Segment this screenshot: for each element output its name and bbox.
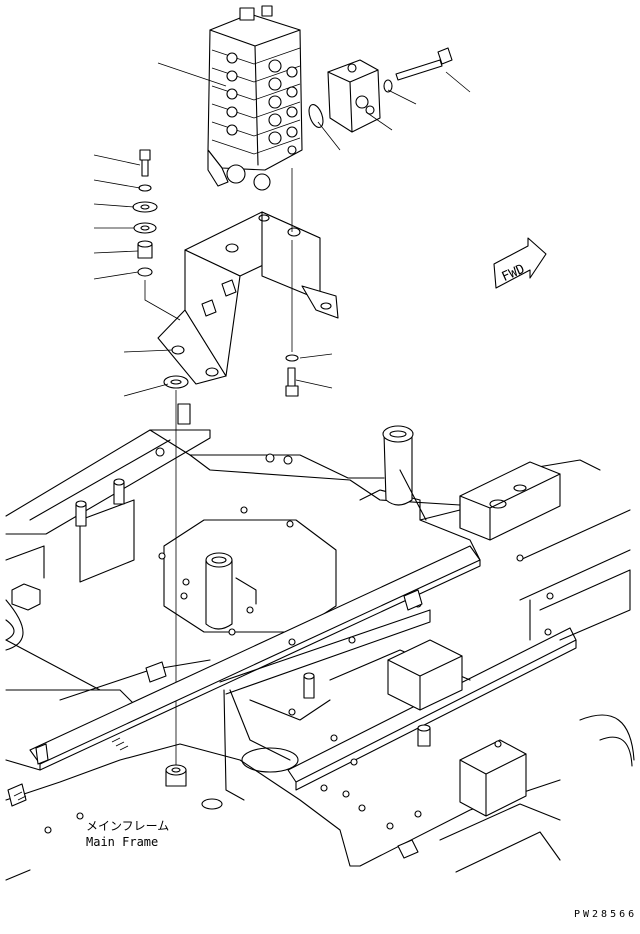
- frame-mount-post-right[interactable]: [382, 425, 427, 521]
- spring-washer[interactable]: [138, 184, 152, 192]
- plain-washer-large[interactable]: [132, 201, 158, 213]
- leader-lines: [93, 62, 471, 397]
- washer-lower-right[interactable]: [285, 354, 299, 362]
- fwd-arrow-icon: FWD: [493, 237, 547, 289]
- frame-box-bracket-right[interactable]: [459, 739, 527, 817]
- main-frame-label-en: Main Frame: [86, 835, 159, 849]
- drawing-number: PW28566: [574, 909, 638, 920]
- frame-stand-pipes[interactable]: [75, 403, 431, 810]
- o-ring[interactable]: [306, 103, 325, 130]
- frame-box-bracket-centre[interactable]: [387, 639, 463, 711]
- main-frame[interactable]: [5, 429, 635, 881]
- cushion-pad[interactable]: [137, 267, 153, 277]
- frame-bolts[interactable]: [44, 447, 554, 852]
- valve-block-right[interactable]: [327, 59, 381, 133]
- bolt-upper-left[interactable]: [139, 149, 151, 177]
- washer-small-right[interactable]: [383, 79, 393, 93]
- rubber-mount[interactable]: [133, 222, 157, 234]
- frame-mount-post-left[interactable]: [205, 552, 233, 630]
- collar-spacer[interactable]: [137, 240, 153, 259]
- washer-thick-lower-left[interactable]: [163, 375, 189, 389]
- frame-slots: [13, 737, 129, 801]
- control-valve[interactable]: [207, 5, 303, 191]
- bolt-lower-right[interactable]: [285, 367, 299, 397]
- main-frame-label-jp: メインフレーム: [86, 819, 170, 833]
- mounting-bolt-long[interactable]: [395, 47, 453, 81]
- frame-tabs[interactable]: [7, 583, 423, 859]
- valve-bracket[interactable]: [157, 211, 339, 385]
